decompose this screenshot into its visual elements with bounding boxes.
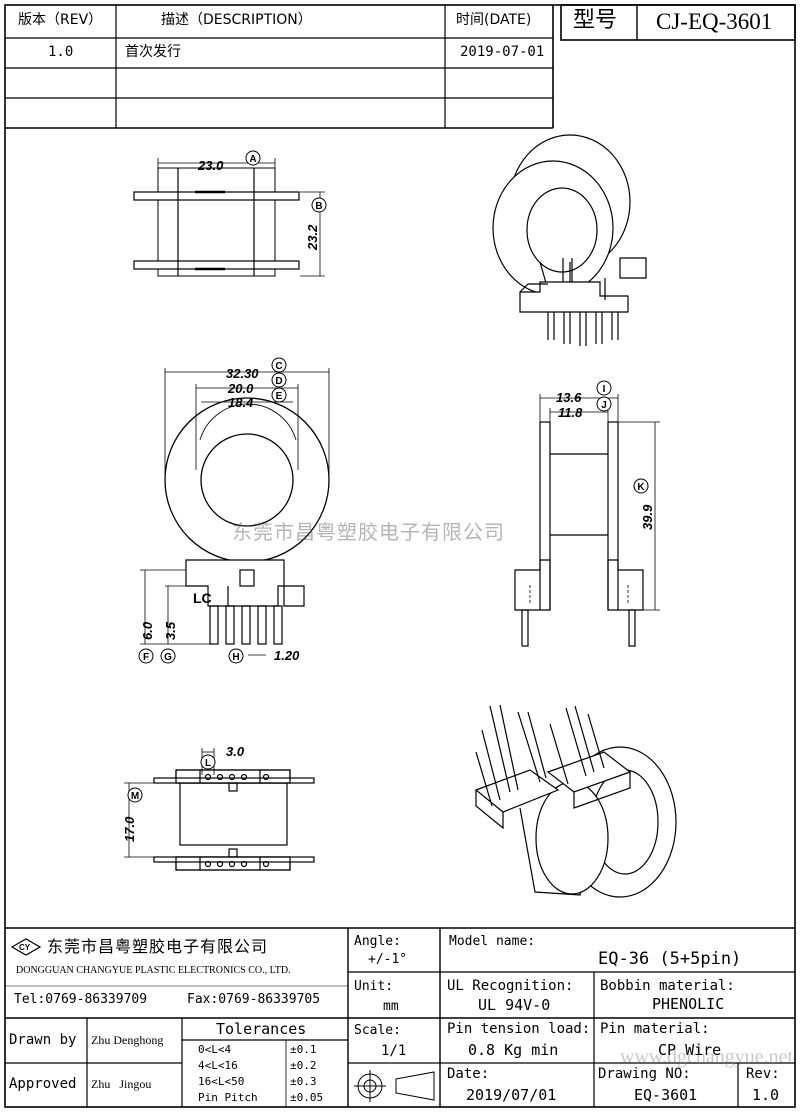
callout-f bbox=[138, 648, 154, 664]
lc-mark: LC bbox=[193, 590, 212, 606]
dim-c-value: 32.30 bbox=[226, 366, 259, 381]
sheet-border bbox=[4, 4, 796, 1108]
model-box-value: CJ-EQ-3601 bbox=[656, 9, 773, 34]
callout-i-label: I bbox=[603, 384, 606, 395]
dim-l-value: 3.0 bbox=[226, 744, 245, 759]
dim-g-value: 3.5 bbox=[163, 621, 178, 640]
model-name-value: EQ-36 (5+5pin) bbox=[598, 949, 742, 969]
tolerance-range-4: Pin Pitch bbox=[198, 1091, 258, 1104]
rev-value: 1.0 bbox=[48, 44, 74, 60]
callout-i bbox=[596, 380, 612, 396]
dim-i-value: 13.6 bbox=[556, 390, 582, 405]
tolerance-range-3: 16<L<50 bbox=[198, 1075, 245, 1088]
dim-a-value: 23.0 bbox=[197, 158, 224, 173]
callout-h bbox=[228, 648, 244, 664]
company-name-en: DONGGUAN CHANGYUE PLASTIC ELECTRONICS CO… bbox=[16, 965, 291, 976]
callout-g bbox=[160, 648, 176, 664]
dim-m-value: 17.0 bbox=[122, 816, 137, 842]
dim-k-value: 39.9 bbox=[640, 504, 655, 530]
callout-e-label: E bbox=[276, 391, 283, 402]
drawn-by-value: Zhu Denghong bbox=[91, 1033, 164, 1047]
callout-j-label: J bbox=[601, 400, 607, 411]
callout-k bbox=[633, 478, 649, 494]
company-tel: Tel:0769-86339709 bbox=[14, 992, 148, 1007]
scale-value: 1/1 bbox=[381, 1043, 407, 1059]
tolerance-value-3: ±0.3 bbox=[290, 1075, 317, 1088]
callout-e bbox=[271, 387, 287, 403]
callout-f-label: F bbox=[143, 652, 149, 663]
unit-label: Unit: bbox=[354, 979, 394, 994]
callout-j bbox=[596, 396, 612, 412]
date-header: 时间(DATE) bbox=[456, 12, 532, 28]
drawing-no-value: EQ-3601 bbox=[634, 1086, 698, 1104]
model-box-label: 型号 bbox=[573, 8, 618, 33]
rev-label: Rev: bbox=[746, 1066, 780, 1082]
drawing-no-label: Drawing NO: bbox=[598, 1066, 691, 1082]
desc-header: 描述（DESCRIPTION） bbox=[161, 12, 312, 28]
angle-value: +/-1° bbox=[368, 952, 408, 967]
callout-c bbox=[271, 357, 287, 373]
company-logo-icon: CY bbox=[10, 938, 42, 956]
company-fax: Fax:0769-86339705 bbox=[187, 992, 321, 1007]
bobbin-label: Bobbin material: bbox=[600, 978, 735, 994]
dim-d-value: 20.0 bbox=[227, 381, 254, 396]
date-label: Date: bbox=[447, 1066, 490, 1082]
bobbin-value: PHENOLIC bbox=[652, 995, 725, 1013]
tolerance-value-4: ±0.05 bbox=[290, 1091, 324, 1104]
unit-value: mm bbox=[383, 999, 399, 1014]
model-name-label: Model name: bbox=[449, 934, 536, 949]
dim-j-value: 11.8 bbox=[558, 405, 583, 420]
svg-text:CY: CY bbox=[19, 943, 31, 952]
date-value: 2019-07-01 bbox=[460, 44, 545, 60]
callout-d-label: D bbox=[275, 376, 282, 387]
drawn-by-label: Drawn by bbox=[9, 1032, 77, 1048]
watermark-url: www.dgchangyue.net bbox=[620, 1046, 794, 1068]
dim-e-value: 18.4 bbox=[228, 395, 254, 410]
callout-k-label: K bbox=[637, 482, 645, 493]
callout-g-label: G bbox=[164, 652, 172, 663]
callout-h-label: H bbox=[232, 652, 239, 663]
desc-value: 首次发行 bbox=[125, 44, 181, 60]
rev-value-block: 1.0 bbox=[752, 1086, 780, 1104]
angle-label: Angle: bbox=[354, 934, 401, 949]
callout-a bbox=[245, 150, 261, 166]
watermark: 东莞市昌粤塑胶电子有限公司 bbox=[232, 520, 505, 544]
date-value-block: 2019/07/01 bbox=[466, 1086, 557, 1104]
callout-l-label: L bbox=[205, 758, 211, 769]
dim-h-value: 1.20 bbox=[274, 648, 300, 663]
pin-tension-label: Pin tension load: bbox=[447, 1021, 591, 1037]
callout-a-label: A bbox=[249, 154, 256, 165]
projection-symbol-icon bbox=[354, 1070, 435, 1102]
pin-material-value: CP Wire bbox=[658, 1041, 722, 1059]
ul-value: UL 94V-0 bbox=[478, 996, 551, 1014]
rev-header: 版本（REV） bbox=[18, 12, 103, 28]
scale-label: Scale: bbox=[354, 1023, 401, 1038]
tolerance-value-1: ±0.1 bbox=[290, 1043, 317, 1056]
tolerance-range-1: 0<L<4 bbox=[198, 1043, 232, 1056]
ul-label: UL Recognition: bbox=[447, 978, 574, 994]
callout-c-label: C bbox=[275, 361, 282, 372]
approved-label: Approved bbox=[9, 1076, 77, 1092]
callout-b bbox=[311, 197, 327, 213]
tolerance-range-2: 4<L<16 bbox=[198, 1059, 238, 1072]
tolerances-label: Tolerances bbox=[216, 1020, 307, 1038]
dim-b-value: 23.2 bbox=[305, 224, 320, 251]
dim-f-value: 6.0 bbox=[140, 621, 155, 640]
callout-m bbox=[127, 787, 143, 803]
callout-d bbox=[271, 372, 287, 388]
callout-b-label: B bbox=[315, 201, 322, 212]
pin-material-label: Pin material: bbox=[600, 1021, 710, 1037]
callout-l bbox=[200, 754, 216, 770]
approved-value: Zhu Jingou bbox=[91, 1077, 152, 1091]
pin-tension-value: 0.8 Kg min bbox=[468, 1041, 559, 1059]
callout-m-label: M bbox=[131, 791, 139, 802]
company-name-cn: 东莞市昌粤塑胶电子有限公司 bbox=[47, 937, 269, 956]
tolerance-value-2: ±0.2 bbox=[290, 1059, 317, 1072]
